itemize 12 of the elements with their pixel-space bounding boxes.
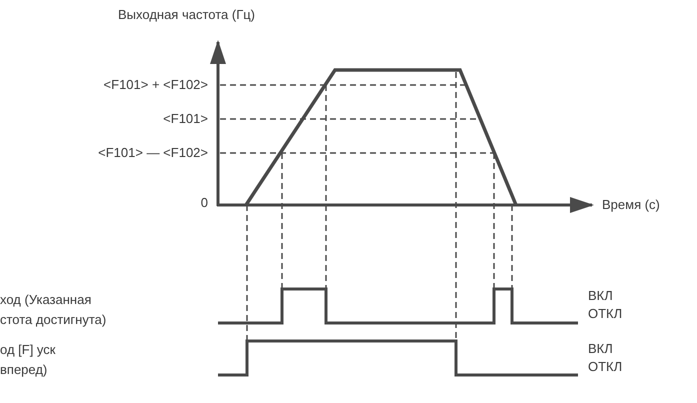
tick-label: <F101> + <F102> [104,76,208,93]
state-label: ОТКЛ [588,358,622,375]
tick-label: <F101> [163,110,208,127]
state-label: ОТКЛ [588,305,622,322]
state-label: ВКЛ [588,340,613,357]
tick-label: <F101> — <F102> [98,144,208,161]
tick-label: 0 [200,194,208,211]
signal-label: од [F] уск вперед) [0,341,56,379]
state-label: ВКЛ [588,287,613,304]
axis-title: Выходная частота (Гц) [118,6,256,23]
axis-title: Время (с) [602,196,660,213]
signal-label: ход (Указанная стота достигнута) [0,291,108,329]
